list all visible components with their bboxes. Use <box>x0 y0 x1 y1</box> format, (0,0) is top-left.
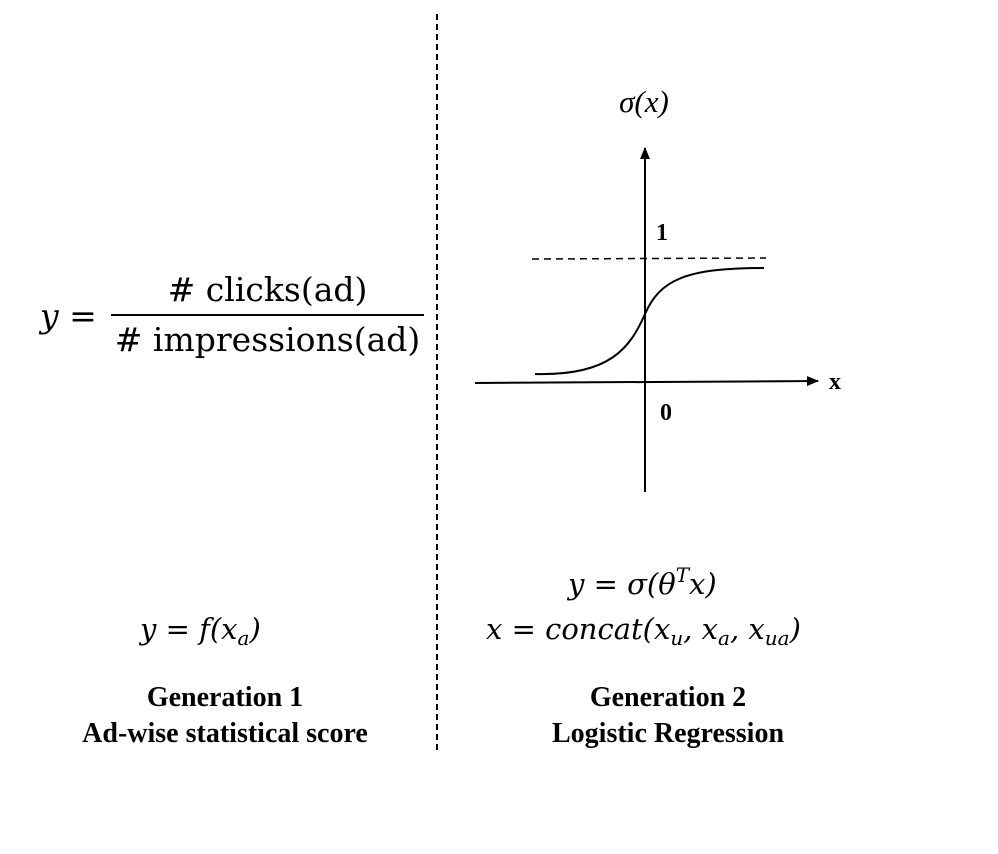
gen1-formula-subscript: a <box>237 626 250 650</box>
gen2-formula-2-sub-3: ua <box>764 626 790 650</box>
plot-sigmoid-curve <box>534 267 765 376</box>
gen1-formula-main: y = f(x <box>140 612 238 646</box>
gen1-caption-subtitle: Ad-wise statistical score <box>82 718 368 749</box>
section-divider <box>436 14 438 750</box>
gen2-caption-title: Generation 2 <box>589 682 747 713</box>
gen2-formula-1-tail: x) <box>689 567 717 601</box>
plot-origin-label: 0 <box>660 400 672 426</box>
plot-asymptote-label: 1 <box>656 220 668 246</box>
ctr-formula-lhs: y = <box>40 295 97 335</box>
plot-asymptote-line <box>531 257 767 260</box>
gen2-formula-2: x = concat(xu, xa, xua) <box>486 612 801 650</box>
gen1-caption: Generation 1 Ad-wise statistical score <box>40 680 410 752</box>
ctr-formula: y = # clicks(ad) # impressions(ad) <box>40 270 425 360</box>
gen2-formula-2-part-4: ) <box>789 612 801 646</box>
gen1-caption-title: Generation 1 <box>146 682 304 713</box>
gen2-formula-1-main: y = σ(θ <box>568 567 676 601</box>
ctr-fraction: # clicks(ad) # impressions(ad) <box>110 270 425 360</box>
gen2-caption: Generation 2 Logistic Regression <box>492 680 844 752</box>
sigmoid-plot: σ(x) x 1 0 <box>474 84 841 492</box>
plot-x-axis <box>474 376 819 387</box>
ctr-numerator: # clicks(ad) <box>167 270 368 309</box>
gen2-formula-2-part-2: , x <box>683 612 719 646</box>
gen2-formula-1: y = σ(θTx) <box>568 563 717 601</box>
gen2-formula-2-sub-2: a <box>718 626 730 650</box>
gen1-formula-close: ) <box>249 612 261 646</box>
gen2-formula-2-sub-1: u <box>670 626 684 650</box>
gen2-formula-1-superscript: T <box>675 563 690 587</box>
gen2-formula-2-part-3: , x <box>729 612 765 646</box>
gen2-caption-subtitle: Logistic Regression <box>551 718 785 749</box>
plot-x-axis-label: x <box>829 369 841 395</box>
ctr-denominator: # impressions(ad) <box>110 314 425 360</box>
gen1-model-formula: y = f(xa) <box>140 612 261 650</box>
plot-y-axis-label: σ(x) <box>619 84 669 119</box>
gen2-formula-2-part-1: x = concat(x <box>486 612 671 646</box>
